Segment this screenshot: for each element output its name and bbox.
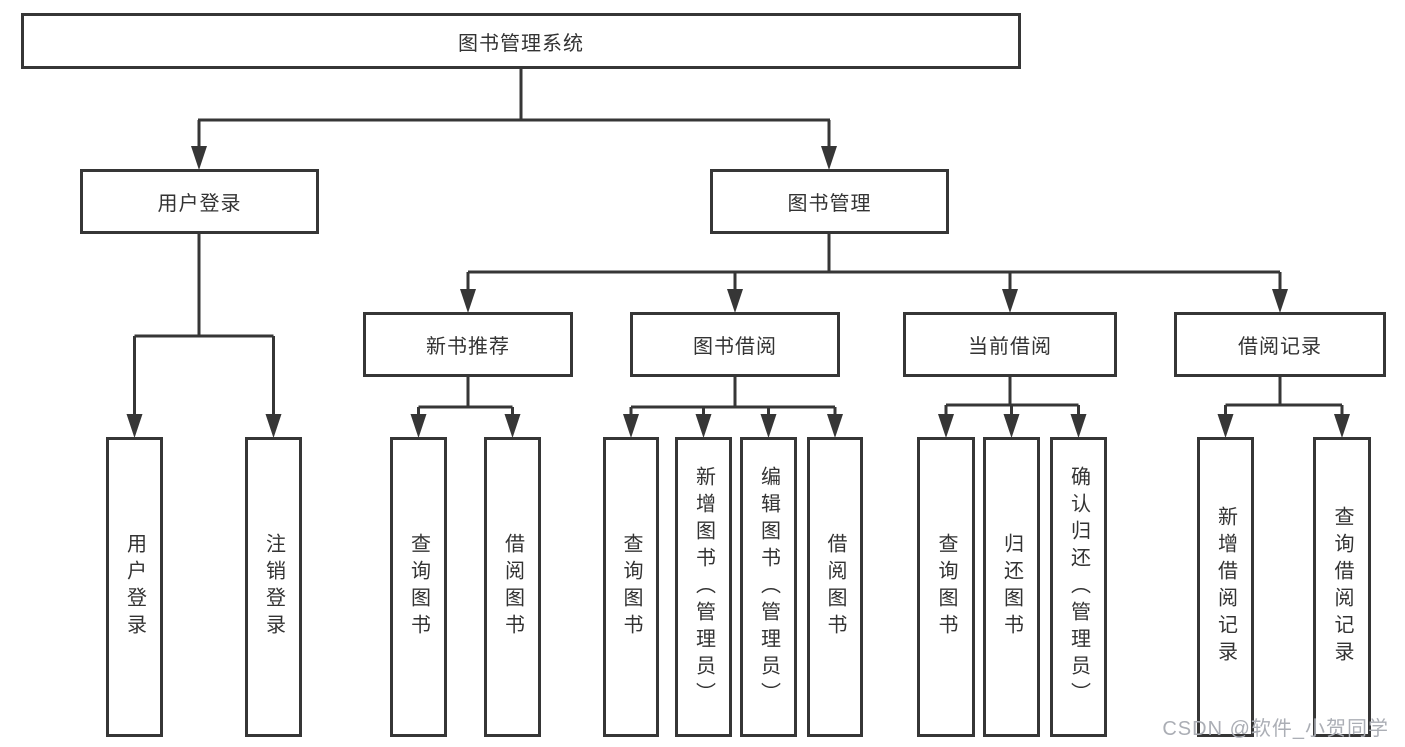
node-book-borrow-label: 图书借阅 xyxy=(693,336,777,358)
leaf-records-add-record: 新增借阅记录 xyxy=(1197,437,1254,737)
leaf-records-query-record-label: 查询借阅记录 xyxy=(1331,506,1353,668)
node-book-management: 图书管理 xyxy=(710,169,949,234)
leaf-records-query-record: 查询借阅记录 xyxy=(1313,437,1371,737)
leaf-user-login-label: 用户登录 xyxy=(123,533,146,641)
leaf-newbook-borrow-books: 借阅图书 xyxy=(484,437,541,737)
node-book-borrow: 图书借阅 xyxy=(630,312,840,377)
leaf-borrow-borrow-books: 借阅图书 xyxy=(807,437,863,737)
leaf-borrow-add-books-admin-label: 新增图书（管理员） xyxy=(692,465,715,709)
node-library-system: 图书管理系统 xyxy=(21,13,1021,69)
leaf-current-confirm-return-admin: 确认归还（管理员） xyxy=(1050,437,1107,737)
leaf-borrow-add-books-admin: 新增图书（管理员） xyxy=(675,437,732,737)
leaf-current-query-books-label: 查询图书 xyxy=(935,533,957,641)
node-current-borrow: 当前借阅 xyxy=(903,312,1117,377)
node-borrow-records: 借阅记录 xyxy=(1174,312,1386,377)
node-library-system-label: 图书管理系统 xyxy=(458,32,584,55)
leaf-newbook-query-books: 查询图书 xyxy=(390,437,447,737)
node-book-management-label: 图书管理 xyxy=(787,193,872,215)
node-new-book-recommend: 新书推荐 xyxy=(363,312,573,377)
leaf-current-return-books: 归还图书 xyxy=(983,437,1040,737)
leaf-borrow-borrow-books-label: 借阅图书 xyxy=(824,533,846,641)
leaf-current-query-books: 查询图书 xyxy=(917,437,975,737)
leaf-borrow-edit-books-admin: 编辑图书（管理员） xyxy=(740,437,797,737)
leaf-current-confirm-return-admin-label: 确认归还（管理员） xyxy=(1067,465,1090,709)
leaf-logout-label: 注销登录 xyxy=(262,533,285,641)
node-borrow-records-label: 借阅记录 xyxy=(1238,336,1322,358)
leaf-user-login: 用户登录 xyxy=(106,437,163,737)
leaf-newbook-query-books-label: 查询图书 xyxy=(407,533,430,641)
leaf-newbook-borrow-books-label: 借阅图书 xyxy=(501,533,524,641)
leaf-borrow-edit-books-admin-label: 编辑图书（管理员） xyxy=(757,465,780,709)
node-user-login: 用户登录 xyxy=(80,169,319,234)
leaf-current-return-books-label: 归还图书 xyxy=(1000,533,1023,641)
csdn-watermark: CSDN @软件_小贺同学 xyxy=(1162,718,1389,740)
node-current-borrow-label: 当前借阅 xyxy=(968,336,1052,358)
leaf-logout: 注销登录 xyxy=(245,437,302,737)
leaf-records-add-record-label: 新增借阅记录 xyxy=(1214,506,1237,668)
node-user-login-label: 用户登录 xyxy=(157,193,242,215)
node-new-book-recommend-label: 新书推荐 xyxy=(426,336,510,358)
leaf-borrow-query-books-label: 查询图书 xyxy=(620,533,642,641)
leaf-borrow-query-books: 查询图书 xyxy=(603,437,659,737)
